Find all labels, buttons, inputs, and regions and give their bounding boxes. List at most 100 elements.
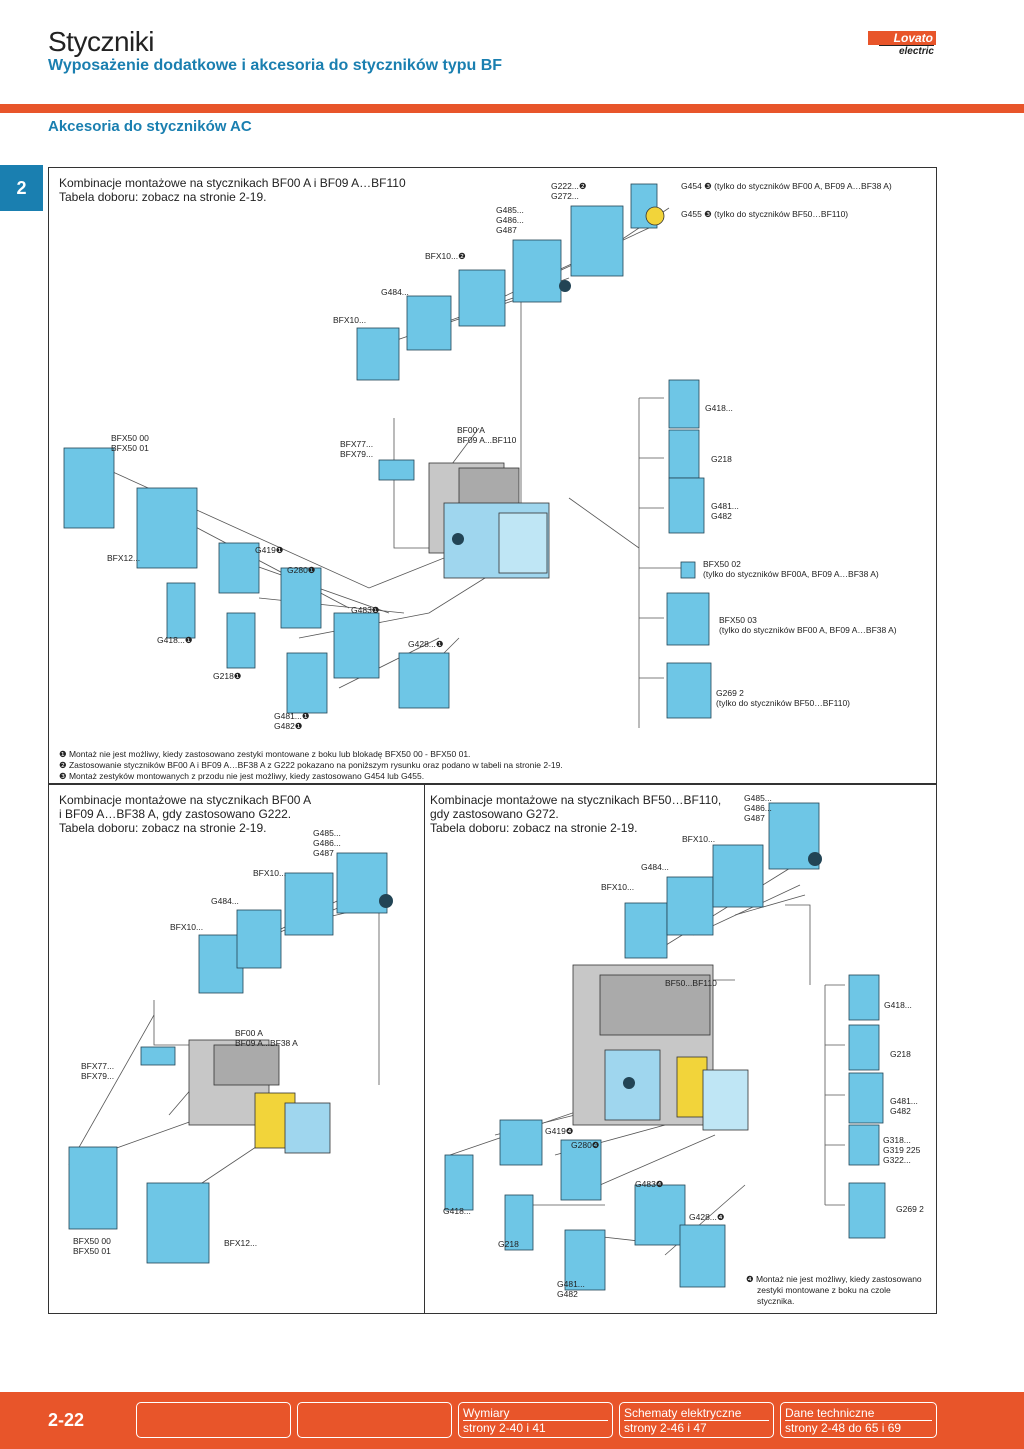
br-label-bfx10-b: BFX10... — [601, 882, 635, 892]
br-label-bf50: BF50...BF110 — [665, 978, 717, 988]
footer-link-schematics-title: Schematy elektryczne — [624, 1406, 742, 1420]
bl-label-g486: G486... — [313, 838, 341, 848]
label-g218-right: G218 — [711, 454, 732, 464]
br-label-g482-right: G482 — [890, 1106, 911, 1116]
label-g2692: G269 2 — [716, 688, 744, 698]
br-label-g218-left: G218 — [498, 1239, 519, 1249]
footnote-2: ❷ Zastosowanie styczników BF00 A i BF09 … — [59, 760, 563, 770]
bl-label-bfx50-01: BFX50 01 — [73, 1246, 111, 1256]
label-bfx50-01: BFX50 01 — [111, 443, 149, 453]
label-bfx50-03: BFX50 03 — [719, 615, 757, 625]
panel-bl-title-3: Tabela doboru: zobacz na stronie 2-19. — [59, 821, 267, 835]
footer-link-technical-pages: strony 2-48 do 65 i 69 — [785, 1420, 932, 1435]
label-bfx10-a: BFX10...❷ — [425, 251, 466, 261]
label-g481-right: G481... — [711, 501, 739, 511]
br-label-g482-left: G482 — [557, 1289, 578, 1299]
br-label-g428: G428...❹ — [689, 1212, 725, 1222]
footer-empty-box-2 — [297, 1402, 452, 1438]
section-title: Akcesoria do styczników AC — [48, 118, 252, 135]
diagram-top — [63, 183, 712, 728]
br-label-g487: G487 — [744, 813, 765, 823]
label-bfx50-00: BFX50 00 — [111, 433, 149, 443]
footer-link-dimensions[interactable]: Wymiary strony 2-40 i 41 — [458, 1402, 613, 1438]
chapter-tab[interactable]: 2 — [0, 165, 43, 211]
br-label-g322: G322... — [883, 1155, 911, 1165]
bl-label-bfx12: BFX12... — [224, 1238, 258, 1248]
label-bf09: BF09 A...BF110 — [457, 435, 517, 445]
br-label-g484: G484... — [641, 862, 669, 872]
page-subtitle: Wyposażenie dodatkowe i akcesoria do sty… — [48, 57, 503, 74]
label-bfx79: BFX79... — [340, 449, 374, 459]
footer-link-dimensions-pages: strony 2-40 i 41 — [463, 1420, 608, 1435]
br-label-g2692: G269 2 — [896, 1204, 924, 1214]
label-g222: G222...❷ — [551, 181, 587, 191]
br-label-g418-right: G418... — [884, 1000, 912, 1010]
br-note-2: zestyki montowane z boku na czole — [757, 1285, 891, 1295]
panel-br-title-1: Kombinacje montażowe na stycznikach BF50… — [430, 793, 722, 807]
label-bfx12: BFX12... — [107, 553, 141, 563]
lovato-logo: Lovato electric — [868, 31, 936, 57]
label-bfx50-02: BFX50 02 — [703, 559, 741, 569]
bl-label-g487: G487 — [313, 848, 334, 858]
footer-link-dimensions-title: Wymiary — [463, 1406, 510, 1420]
br-note-3: stycznika. — [757, 1296, 795, 1306]
panel-br-title-3: Tabela doboru: zobacz na stronie 2-19. — [430, 821, 638, 835]
br-label-g483: G483❹ — [635, 1179, 664, 1189]
footer-link-technical-title: Dane techniczne — [785, 1406, 875, 1420]
bl-label-bfx77: BFX77... — [81, 1061, 115, 1071]
panel-bl-title-2: i BF09 A…BF38 A, gdy zastosowano G222. — [59, 807, 292, 821]
br-label-g280: G280❹ — [571, 1140, 600, 1150]
diagram-bottom-left — [68, 852, 393, 1264]
footer-empty-box-1 — [136, 1402, 291, 1438]
br-label-bfx10-a: BFX10... — [682, 834, 716, 844]
label-bfx77: BFX77... — [340, 439, 374, 449]
label-g2692-note: (tylko do styczników BF50…BF110) — [716, 698, 850, 708]
label-bfx10-b: BFX10... — [333, 315, 367, 325]
panel-top: Kombinacje montażowe na stycznikach BF00… — [48, 167, 937, 784]
header-divider — [0, 104, 1024, 113]
page-title: Styczniki — [48, 26, 154, 57]
label-g280: G280❶ — [287, 565, 316, 575]
footer-bar: 2-22 Wymiary strony 2-40 i 41 Schematy e… — [0, 1392, 1024, 1449]
bl-label-bfx50-00: BFX50 00 — [73, 1236, 111, 1246]
label-g481-left: G481...❶ — [274, 711, 310, 721]
logo-subtext: electric — [878, 45, 934, 57]
diagram-bottom-right — [444, 802, 886, 1291]
br-label-g481-right: G481... — [890, 1096, 918, 1106]
label-g485: G485... — [496, 205, 524, 215]
br-label-g318: G318... — [883, 1135, 911, 1145]
br-label-g319: G319 225 — [883, 1145, 921, 1155]
label-g272: G272... — [551, 191, 579, 201]
panel-bottom-left: Kombinacje montażowe na stycznikach BF00… — [48, 784, 425, 1314]
label-g483: G483❶ — [351, 605, 380, 615]
br-label-g418-left: G418... — [443, 1206, 471, 1216]
label-g218-left: G218❶ — [213, 671, 242, 681]
panel-bl-title-1: Kombinacje montażowe na stycznikach BF00… — [59, 793, 312, 807]
page-number: 2-22 — [48, 1410, 85, 1430]
label-g418-right: G418... — [705, 403, 733, 413]
label-g454: G454 ❸ (tylko do styczników BF00 A, BF09… — [681, 181, 892, 191]
footer-link-schematics-pages: strony 2-46 i 47 — [624, 1420, 769, 1435]
logo-text: Lovato — [868, 31, 936, 45]
label-g482-right: G482 — [711, 511, 732, 521]
label-bf00: BF00 A — [457, 425, 485, 435]
footnote-1: ❶ Montaż nie jest możliwy, kiedy zastoso… — [59, 749, 471, 759]
br-label-g485: G485... — [744, 793, 772, 803]
br-label-g218-right: G218 — [890, 1049, 911, 1059]
label-g428: G428...❶ — [408, 639, 444, 649]
footer-link-schematics[interactable]: Schematy elektryczne strony 2-46 i 47 — [619, 1402, 774, 1438]
bl-label-bf09: BF09 A...BF38 A — [235, 1038, 298, 1048]
bl-label-bfx10-a: BFX10... — [253, 868, 287, 878]
label-bfx50-02-note: (tylko do styczników BF00A, BF09 A…BF38 … — [703, 569, 879, 579]
br-label-g481-left: G481... — [557, 1279, 585, 1289]
label-g482-left: G482❶ — [274, 721, 303, 731]
label-g418-left: G418...❶ — [157, 635, 193, 645]
panel-top-title-1: Kombinacje montażowe na stycznikach BF00… — [59, 176, 406, 190]
label-g487: G487 — [496, 225, 517, 235]
bl-label-g484: G484... — [211, 896, 239, 906]
bl-label-g485: G485... — [313, 828, 341, 838]
bl-label-bfx79: BFX79... — [81, 1071, 115, 1081]
panel-bottom-right: Kombinacje montażowe na stycznikach BF50… — [424, 784, 937, 1314]
label-g455: G455 ❸ (tylko do styczników BF50…BF110) — [681, 209, 849, 219]
footer-link-technical[interactable]: Dane techniczne strony 2-48 do 65 i 69 — [780, 1402, 937, 1438]
